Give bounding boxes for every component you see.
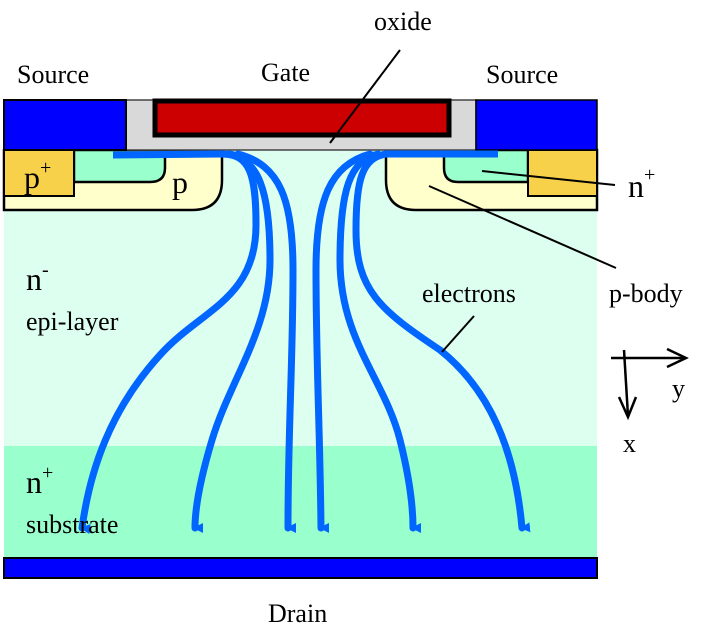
n-minus-label: n- bbox=[26, 259, 49, 297]
electron-path-5 bbox=[336, 150, 422, 533]
electron-path-4 bbox=[312, 150, 374, 533]
n-plus-leader-line bbox=[481, 170, 616, 186]
gate-electrode bbox=[152, 98, 452, 138]
p-plus-left bbox=[3, 149, 75, 197]
electrons-leader-line bbox=[441, 315, 475, 353]
gate-label: Gate bbox=[261, 58, 310, 87]
electron-path-6 bbox=[352, 150, 531, 533]
y-axis-arrowhead bbox=[666, 347, 689, 369]
epi-layer-label: epi-layer bbox=[26, 307, 119, 336]
substrate-region bbox=[4, 446, 597, 558]
p-plus-label: p+ bbox=[24, 157, 51, 195]
source-metal-right bbox=[475, 99, 598, 151]
p-body-leader-line bbox=[428, 185, 617, 269]
oxide-label: oxide bbox=[374, 7, 432, 36]
oxide-leader-line bbox=[329, 49, 401, 144]
electron-path-1 bbox=[78, 150, 260, 535]
source-right-label: Source bbox=[486, 60, 558, 89]
channel-left bbox=[112, 150, 223, 159]
p-region-label: p bbox=[172, 164, 188, 200]
electron-paths bbox=[78, 150, 531, 535]
n-plus-substrate-label: n+ bbox=[26, 462, 53, 500]
x-axis-arrow bbox=[622, 349, 630, 417]
source-metal-left bbox=[3, 99, 127, 151]
p-body-label: p-body bbox=[609, 279, 683, 308]
drain-label: Drain bbox=[268, 599, 327, 628]
electrons-label: electrons bbox=[422, 279, 516, 308]
electron-path-2 bbox=[191, 150, 274, 534]
coordinate-axes bbox=[611, 347, 689, 421]
axis-y-label: y bbox=[672, 374, 685, 403]
n-plus-contact-label: n+ bbox=[628, 164, 655, 204]
source-left-label: Source bbox=[17, 60, 89, 89]
substrate-label: substrate bbox=[26, 510, 118, 539]
axis-x-label: x bbox=[623, 429, 636, 458]
p-plus-right bbox=[527, 149, 598, 197]
x-axis-arrowhead bbox=[617, 396, 638, 421]
drain-metal bbox=[3, 557, 598, 579]
electron-path-3 bbox=[234, 150, 297, 534]
